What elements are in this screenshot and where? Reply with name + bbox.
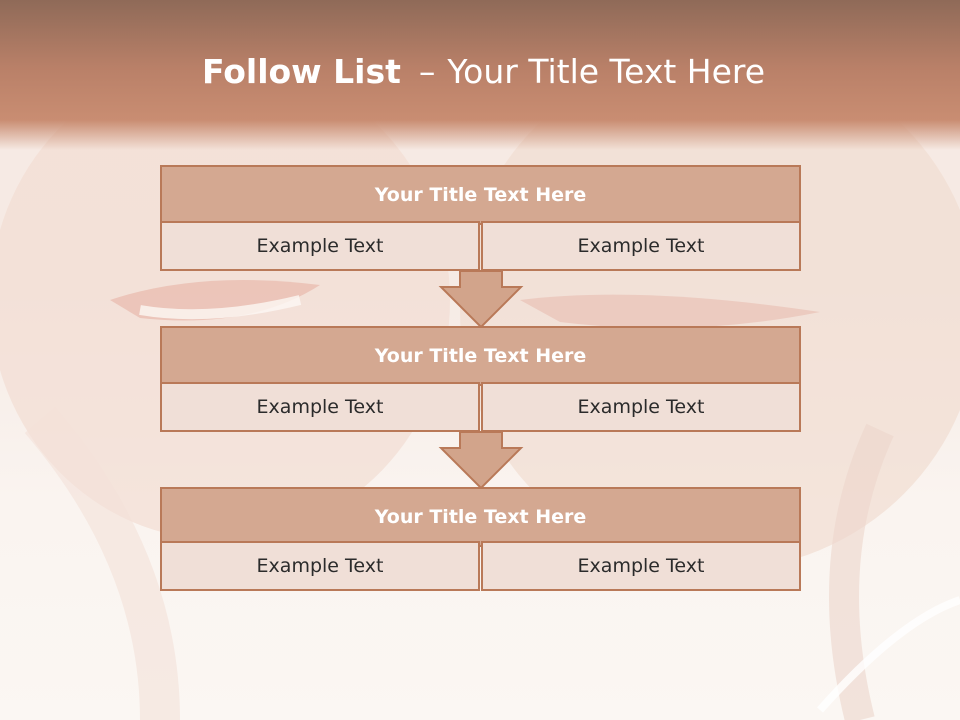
- stage-title: Your Title Text Here: [160, 326, 801, 386]
- title-rest: Your Title Text Here: [447, 52, 766, 91]
- down-arrow-icon: [438, 270, 524, 329]
- stage-title: Your Title Text Here: [160, 165, 801, 225]
- stage-title: Your Title Text Here: [160, 487, 801, 547]
- title-separator: –: [418, 52, 436, 91]
- stage-cell-right: Example Text: [481, 541, 801, 591]
- down-arrow-icon: [438, 431, 524, 490]
- stage-cell-left: Example Text: [160, 221, 480, 271]
- stage-cell-left: Example Text: [160, 541, 480, 591]
- lips-right: [520, 294, 820, 329]
- title-bold: Follow List: [202, 52, 401, 91]
- stage-cell-right: Example Text: [481, 221, 801, 271]
- stage-cell-left: Example Text: [160, 382, 480, 432]
- header-band: [0, 0, 960, 150]
- stage-cell-right: Example Text: [481, 382, 801, 432]
